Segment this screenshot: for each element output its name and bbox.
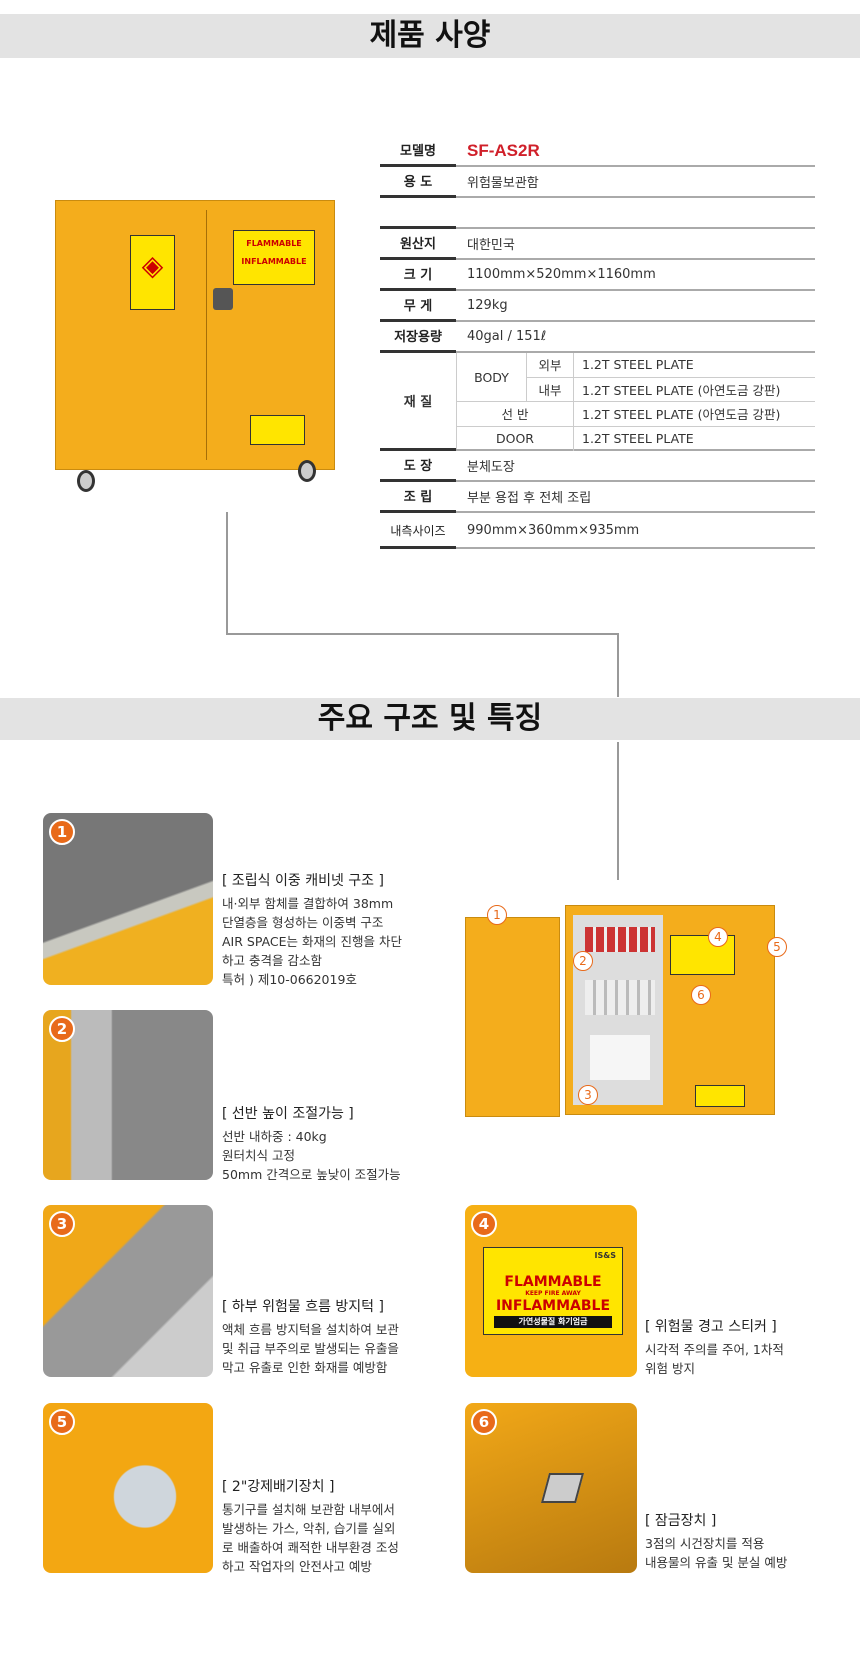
spec-key: 조 립 — [380, 482, 456, 513]
feature-title: [ 조립식 이중 캐비넷 구조 ] — [222, 873, 384, 889]
feature-text-1: [ 조립식 이중 캐비넷 구조 ] 내·외부 함체를 결합하여 38mm 단열층을… — [222, 872, 402, 989]
feature-title: [ 하부 위험물 흐름 방지턱 ] — [222, 1299, 384, 1315]
sticker-flammable: FLAMMABLE — [504, 1274, 602, 1290]
inflammable-label: INFLAMMABLE — [241, 257, 307, 266]
spec-key: 도 장 — [380, 451, 456, 482]
feature-image-3: 3 — [43, 1205, 213, 1377]
spec-value: 대한민국 — [467, 238, 515, 253]
feature-image-1: 1 — [43, 813, 213, 985]
sticker-keep-fire-away: KEEP FIRE AWAY — [525, 1290, 581, 1297]
spec-row-capacity: 저장용량 40gal / 151ℓ — [380, 322, 815, 353]
spec-value: 위험물보관함 — [467, 176, 539, 191]
spec-key: 재 질 — [380, 353, 456, 451]
feature-line: 위험 방지 — [645, 1361, 695, 1376]
spec-row-material: 재 질 BODY 외부 1.2T STEEL PLATE 내부 1.2T STEEL… — [380, 353, 815, 451]
feature-number-badge: 4 — [471, 1211, 497, 1237]
spec-value: 40gal / 151ℓ — [467, 329, 547, 344]
spec-row-model: 모델명 SF-AS2R — [380, 136, 815, 167]
feature-line: 하고 작업자의 안전사고 예방 — [222, 1559, 372, 1574]
spec-value: 1.2T STEEL PLATE — [582, 431, 694, 447]
spec-key: 무 게 — [380, 291, 456, 322]
feature-image-4: 4 IS&S FLAMMABLE KEEP FIRE AWAY INFLAMMA… — [465, 1205, 637, 1377]
feature-line: 하고 충격을 감소함 — [222, 953, 322, 968]
spec-key: 저장용량 — [380, 322, 456, 353]
spec-value: 1.2T STEEL PLATE (아연도금 강판) — [582, 407, 781, 423]
feature-title: [ 2"강제배기장치 ] — [222, 1479, 335, 1495]
material-body: BODY — [457, 353, 527, 401]
spec-value: 부분 용접 후 전체 조립 — [467, 491, 592, 506]
feature-line: 선반 내하중 : 40kg — [222, 1129, 327, 1144]
spec-value: 1100mm×520mm×1160mm — [467, 267, 656, 282]
feature-line: 로 배출하여 쾌적한 내부환경 조성 — [222, 1540, 399, 1555]
spec-row-empty — [380, 198, 815, 229]
material-inner: 내부 — [527, 377, 574, 402]
spec-row-assembly: 조 립 부분 용접 후 전체 조립 — [380, 482, 815, 513]
feature-title: [ 위험물 경고 스티커 ] — [645, 1319, 777, 1335]
feature-line: AIR SPACE는 화재의 진행을 차단 — [222, 934, 402, 949]
spec-key: 크 기 — [380, 260, 456, 291]
features-header: 주요 구조 및 특징 — [0, 698, 860, 740]
sticker-korean: 가연성물질 화기엄금 — [494, 1316, 612, 1328]
feature-line: 발생하는 가스, 악취, 습기를 실외 — [222, 1521, 396, 1536]
spec-table: 모델명 SF-AS2R 용 도 위험물보관함 원산지 대한민국 크 기 1100mm×5… — [380, 136, 815, 549]
spec-row-paint: 도 장 분체도장 — [380, 451, 815, 482]
connector-line — [226, 512, 228, 634]
spec-value: 990mm×360mm×935mm — [467, 522, 640, 538]
feature-text-2: [ 선반 높이 조절가능 ] 선반 내하중 : 40kg 원터치식 고정 50mm … — [222, 1105, 401, 1184]
connector-line — [617, 742, 619, 880]
connector-line — [226, 633, 619, 635]
spec-row-inner-size: 내측사이즈 990mm×360mm×935mm — [380, 513, 815, 549]
feature-line: 특허 ) 제10-0662019호 — [222, 972, 357, 987]
feature-line: 액체 흐름 방지턱을 설치하여 보관 — [222, 1322, 399, 1337]
spec-header: 제품 사양 — [0, 14, 860, 58]
material-outer: 외부 — [527, 353, 574, 377]
spec-key: 모델명 — [380, 136, 456, 167]
feature-line: 시각적 주의를 주어, 1차적 — [645, 1342, 784, 1357]
feature-image-6: 6 — [465, 1403, 637, 1573]
feature-number-badge: 6 — [471, 1409, 497, 1435]
connector-line — [617, 633, 619, 697]
feature-line: 원터치식 고정 — [222, 1148, 295, 1163]
feature-number-badge: 2 — [49, 1016, 75, 1042]
feature-line: 3점의 시건장치를 적용 — [645, 1536, 765, 1551]
feature-number-badge: 1 — [49, 819, 75, 845]
spec-value: 129kg — [467, 298, 508, 313]
feature-line: 단열층을 형성하는 이중벽 구조 — [222, 915, 384, 930]
model-number: SF-AS2R — [467, 140, 540, 160]
sticker-inflammable: INFLAMMABLE — [495, 1298, 611, 1314]
spec-key: 내측사이즈 — [380, 513, 456, 549]
feature-title: [ 선반 높이 조절가능 ] — [222, 1106, 354, 1122]
product-image: ◈ FLAMMABLE INFLAMMABLE — [55, 200, 335, 495]
feature-line: 50mm 간격으로 높낮이 조절가능 — [222, 1167, 401, 1182]
feature-line: 내·외부 함체를 결합하여 38mm — [222, 896, 394, 911]
spec-row-size: 크 기 1100mm×520mm×1160mm — [380, 260, 815, 291]
flammable-label: FLAMMABLE — [246, 239, 302, 248]
feature-title: [ 잠금장치 ] — [645, 1513, 717, 1529]
feature-image-2: 2 — [43, 1010, 213, 1180]
feature-image-5: 5 — [43, 1403, 213, 1573]
spec-key: 용 도 — [380, 167, 456, 198]
spec-row-use: 용 도 위험물보관함 — [380, 167, 815, 198]
material-door: DOOR — [457, 426, 574, 451]
spec-row-weight: 무 게 129kg — [380, 291, 815, 322]
feature-number-badge: 5 — [49, 1409, 75, 1435]
feature-line: 통기구를 설치해 보관함 내부에서 — [222, 1502, 395, 1517]
spec-value: 1.2T STEEL PLATE — [582, 357, 694, 373]
spec-value: 분체도장 — [467, 460, 515, 475]
feature-line: 내용물의 유출 및 분실 예방 — [645, 1555, 788, 1570]
spec-key: 원산지 — [380, 229, 456, 260]
spec-row-origin: 원산지 대한민국 — [380, 229, 815, 260]
material-shelf: 선 반 — [457, 402, 574, 426]
feature-line: 막고 유출로 인한 화재를 예방함 — [222, 1360, 388, 1375]
spec-value: 1.2T STEEL PLATE (아연도금 강판) — [582, 383, 781, 399]
sticker-brand: IS&S — [594, 1251, 616, 1260]
feature-number-badge: 3 — [49, 1211, 75, 1237]
feature-line: 및 취급 부주의로 발생되는 유출을 — [222, 1341, 399, 1356]
